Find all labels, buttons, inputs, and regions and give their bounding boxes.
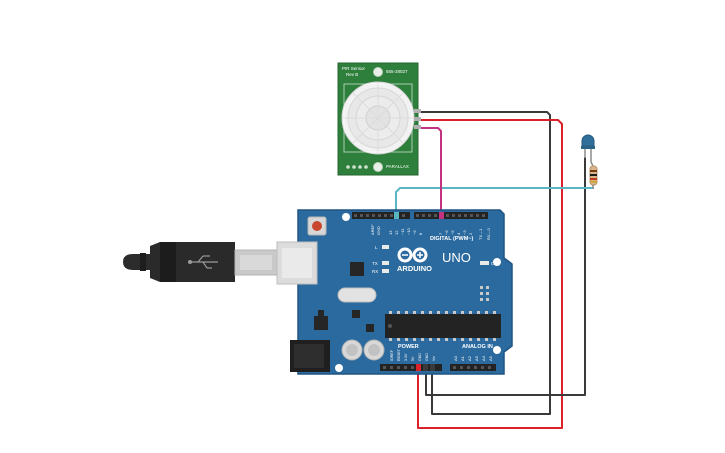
board-led-on [480,261,489,265]
pir-jumper [346,165,350,169]
svg-text:TX→1: TX→1 [478,228,483,240]
svg-text:4: 4 [456,232,461,235]
svg-text:GND: GND [376,226,381,235]
pir-title: PIR Sensor [342,66,366,71]
label-rx: RX [372,269,378,274]
wire-black-led-gnd[interactable] [425,157,586,396]
svg-text:~6: ~6 [444,230,449,235]
pir-sensor[interactable]: PIR Sensor Rev B 555-28027 PARALLAX [337,62,421,176]
svg-text:2: 2 [468,232,473,235]
svg-text:AREF: AREF [370,224,375,235]
svg-text:GND: GND [418,353,422,361]
label-tx: TX [372,261,378,266]
svg-text:GND: GND [425,353,429,361]
board-mount-hole [493,258,501,266]
board-mount-hole [335,364,343,372]
svg-text:RX←0: RX←0 [486,227,491,240]
arduino-model: UNO [442,250,471,265]
wire-black-gnd[interactable] [419,111,551,415]
board-mount-hole [342,213,350,221]
wires [395,111,594,429]
board-led-rx [382,269,389,273]
wire-magenta-signal[interactable] [419,127,442,219]
label-on: ON [491,261,498,266]
digital-label: DIGITAL (PWM~) [430,236,474,242]
atmega-pins [389,311,496,341]
svg-text:3.3V: 3.3V [404,353,408,361]
svg-text:A5: A5 [488,355,493,361]
analog-label: ANALOG IN [462,344,493,350]
svg-text:~10: ~10 [406,227,411,235]
pir-part-number: 555-28027 [386,69,408,74]
pir-jumper [364,165,368,169]
svg-text:13: 13 [388,230,393,235]
arduino-brand: ARDUINO [397,264,432,273]
analog-pin-labels: A0 A1 A2 A3 A4 A5 [453,355,493,361]
svg-text:8: 8 [418,232,423,235]
pir-rev: Rev B [346,72,358,77]
arduino-logo [397,247,428,263]
icsp-header [480,286,489,301]
wire-ends [394,212,444,371]
svg-text:RESET: RESET [397,348,401,361]
svg-text:A2: A2 [467,355,472,361]
wire-cyan-led[interactable] [395,187,594,219]
pir-dome [341,81,415,155]
power-pin-labels: IOREF RESET 3.3V 5V GND GND Vin [390,348,436,361]
resistor[interactable] [589,161,598,189]
regulator [314,316,328,330]
crystal-oscillator [337,287,377,303]
led-icon [581,134,595,147]
pir-jumper [352,165,356,169]
digital-header[interactable] [352,212,488,219]
board-led-tx [382,261,389,265]
digital-pin-labels: AREF GND 13 12 ~11 ~10 ~9 8 7 ~6 ~5 4 ~3… [370,224,491,240]
svg-text:A0: A0 [453,355,458,361]
svg-text:5V: 5V [411,356,415,361]
usb-controller-chip [350,262,364,276]
svg-text:A1: A1 [460,355,465,361]
svg-text:~9: ~9 [412,230,417,235]
pir-mount-hole [373,162,383,172]
pir-brand: PARALLAX [386,164,409,169]
label-l: L [375,245,378,250]
board-led-l [382,245,389,249]
svg-text:12: 12 [394,230,399,235]
atmega-chip [385,314,501,338]
svg-text:~3: ~3 [462,230,467,235]
pir-pins [414,109,421,129]
svg-text:Vin: Vin [432,356,436,361]
svg-text:~11: ~11 [400,228,405,235]
arduino-uno-board[interactable]: L TX RX ON ARDUINO UNO [276,209,513,375]
pir-mount-hole [373,67,383,77]
usb-cable[interactable] [123,242,278,282]
board-mount-hole [493,346,501,354]
svg-text:~5: ~5 [450,230,455,235]
led[interactable] [581,134,595,162]
analog-header[interactable] [450,364,496,371]
svg-text:7: 7 [438,232,443,235]
wire-red-5v[interactable] [417,119,563,429]
pir-jumper [358,165,362,169]
svg-text:A4: A4 [481,355,486,361]
svg-text:A3: A3 [474,355,479,361]
svg-text:IOREF: IOREF [390,349,394,361]
power-label: POWER [398,344,419,350]
